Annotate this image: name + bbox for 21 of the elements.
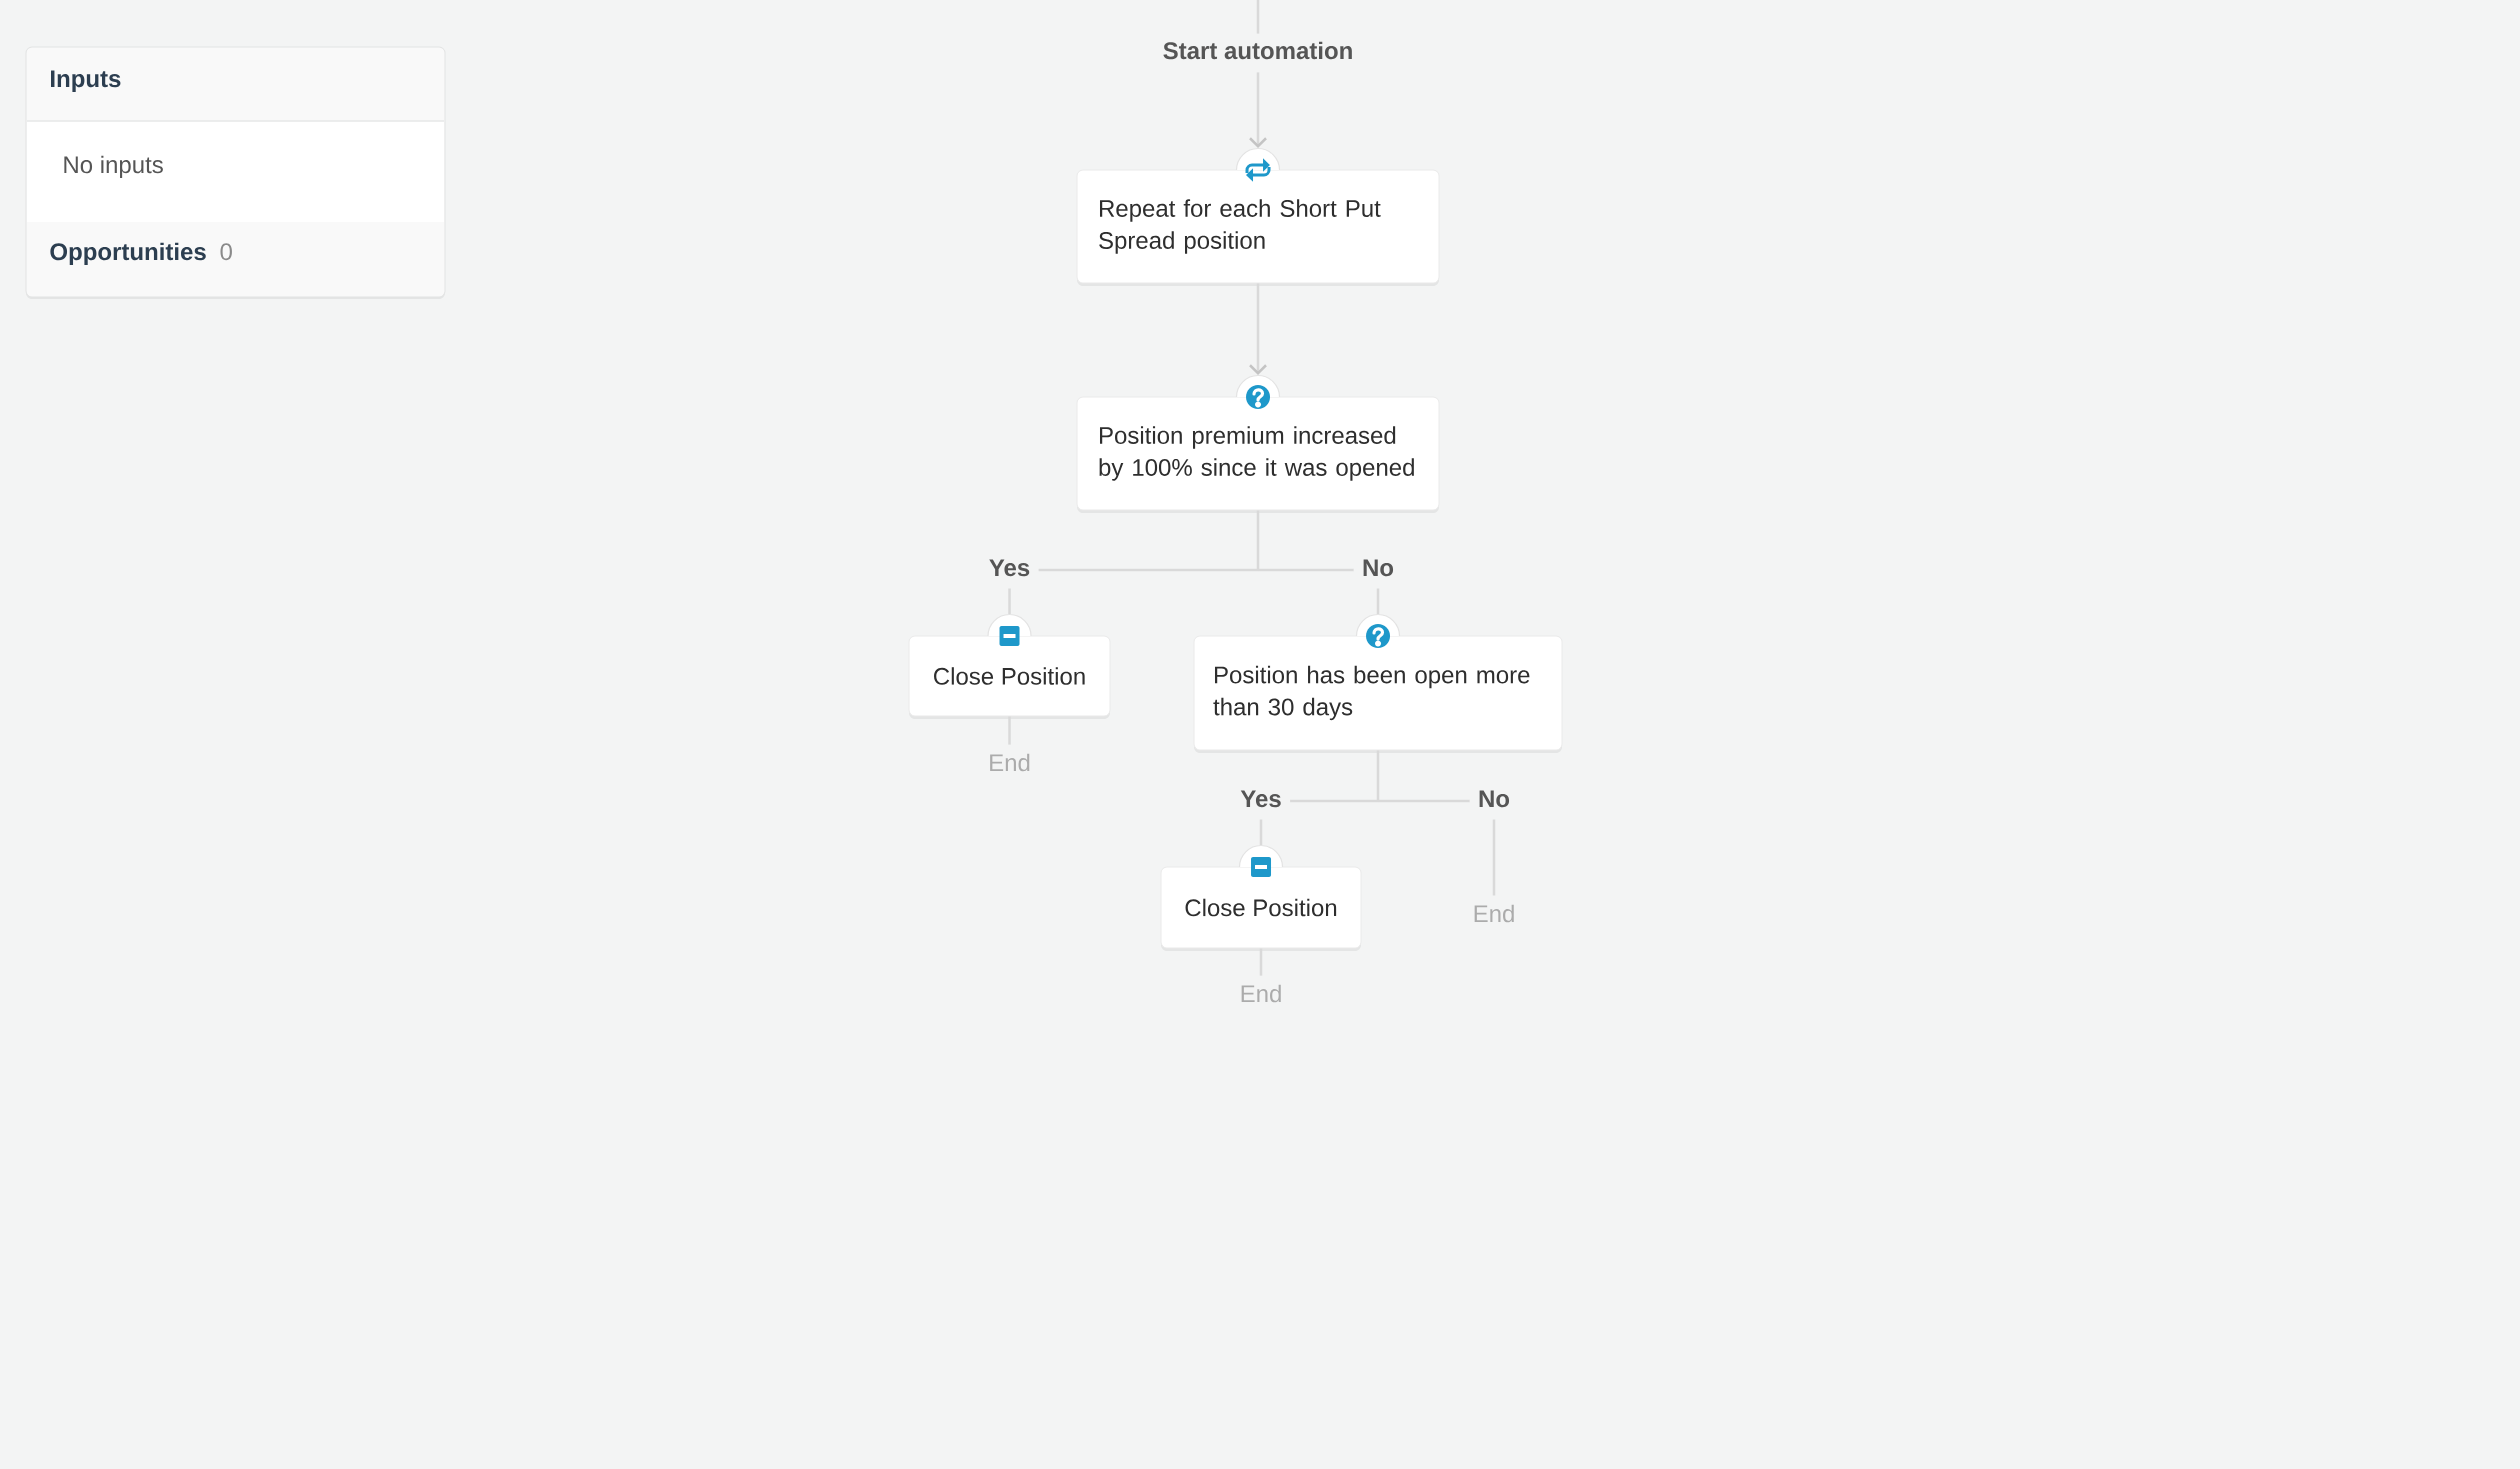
- arrow: [1249, 72, 1267, 148]
- step-card: Position has been open more than 30 days: [1193, 635, 1563, 753]
- edge-label: Yes: [989, 559, 1030, 577]
- count-number: 0: [220, 243, 232, 261]
- edge-label: No: [1479, 790, 1510, 808]
- empty-message: No inputs: [64, 155, 163, 178]
- panel-title: Inputs: [51, 70, 121, 92]
- section-title: Opportunities: [50, 242, 206, 265]
- connector-line: [1256, 568, 1380, 616]
- edge-label: Yes: [1240, 790, 1281, 808]
- step-card: Position premium increased by 100% since it was opened: [1076, 396, 1440, 513]
- end-label: End: [990, 753, 1030, 772]
- end-label: End: [1241, 984, 1281, 1003]
- step-card: Repeat for each Short Put Spread position: [1076, 169, 1440, 286]
- edge-label: No: [1363, 559, 1394, 577]
- connector-line: [1259, 799, 1380, 847]
- connector-line: [1008, 568, 1260, 616]
- end-label: End: [1474, 904, 1514, 923]
- arrow: [1249, 283, 1267, 375]
- start-label: Start automation: [1163, 41, 1352, 60]
- connector-line: [1376, 799, 1496, 897]
